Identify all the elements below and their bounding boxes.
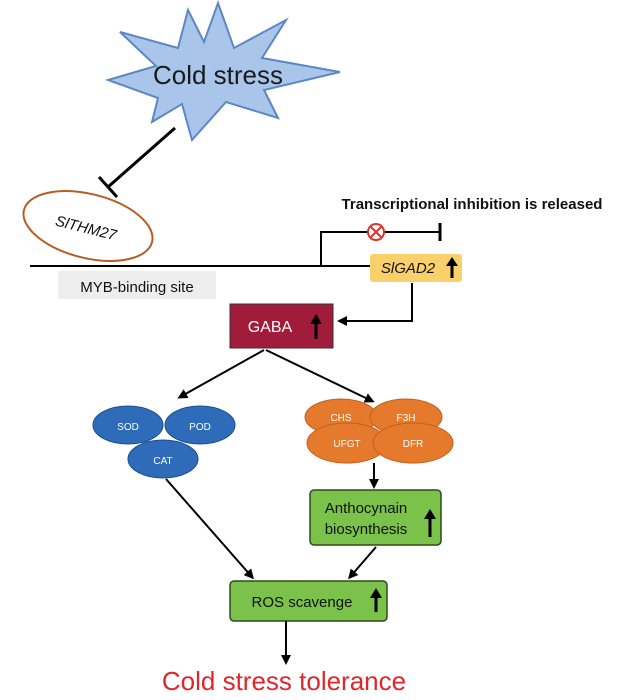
gaba-to-antioxidant-edge xyxy=(177,349,265,399)
release-label: Transcriptional inhibition is released xyxy=(342,196,603,213)
gene-up-arrow-icon xyxy=(446,257,458,278)
gene-to-gaba-edge xyxy=(337,283,413,326)
dfr-label: DFR xyxy=(403,439,424,450)
ros-up-arrow-icon xyxy=(370,588,382,612)
anthocyanin-up-arrow-icon xyxy=(424,509,436,537)
anthocyanin-node: Anthocynain biosynthesis xyxy=(309,489,442,546)
chs-label: CHS xyxy=(330,413,351,424)
cat-node xyxy=(127,439,199,479)
cold-stress-node: Cold stress xyxy=(104,0,341,143)
pod-label: POD xyxy=(189,422,211,433)
anthocyanin-label-line2: biosynthesis xyxy=(325,521,408,538)
repressor-node: SlTHM27 xyxy=(22,190,154,262)
f3h-label: F3H xyxy=(397,413,416,424)
sod-label: SOD xyxy=(117,422,139,433)
gaba-up-arrow-icon xyxy=(310,314,322,339)
ufgt-label: UFGT xyxy=(333,439,360,450)
cold-inhibits-repressor-edge xyxy=(97,126,176,199)
gaba-node: GABA xyxy=(229,303,334,349)
cold-stress-burst-shape xyxy=(104,0,341,143)
gene-label: SlGAD2 xyxy=(381,260,436,277)
ros-scavenge-node: ROS scavenge xyxy=(229,580,388,622)
antioxidant-enzyme-cluster: SOD POD CAT xyxy=(92,405,236,479)
myb-binding-site: MYB-binding site xyxy=(58,271,216,299)
gaba-label: GABA xyxy=(248,319,293,336)
sod-node xyxy=(92,405,164,445)
cold-stress-label: Cold stress xyxy=(153,60,283,90)
repressor-ellipse xyxy=(22,190,154,262)
myb-binding-site-label: MYB-binding site xyxy=(80,279,193,296)
blocked-icon xyxy=(367,223,385,241)
cold-stress-tolerance-label: Cold stress tolerance xyxy=(162,666,406,696)
antioxidant-to-ros-edge xyxy=(165,478,254,580)
cat-label: CAT xyxy=(153,456,172,467)
flavonoid-enzyme-cluster: CHS F3H UFGT DFR xyxy=(304,398,454,464)
ros-scavenge-label: ROS scavenge xyxy=(252,594,353,611)
released-inhibition-edge xyxy=(320,223,442,266)
dfr-node xyxy=(372,422,454,464)
gaba-to-flavonoid-edge xyxy=(265,349,375,403)
gene-node: SlGAD2 xyxy=(370,254,462,282)
anthocyanin-to-ros-edge xyxy=(348,546,377,580)
anthocyanin-label-line1: Anthocynain xyxy=(325,500,408,517)
pod-node xyxy=(164,405,236,445)
